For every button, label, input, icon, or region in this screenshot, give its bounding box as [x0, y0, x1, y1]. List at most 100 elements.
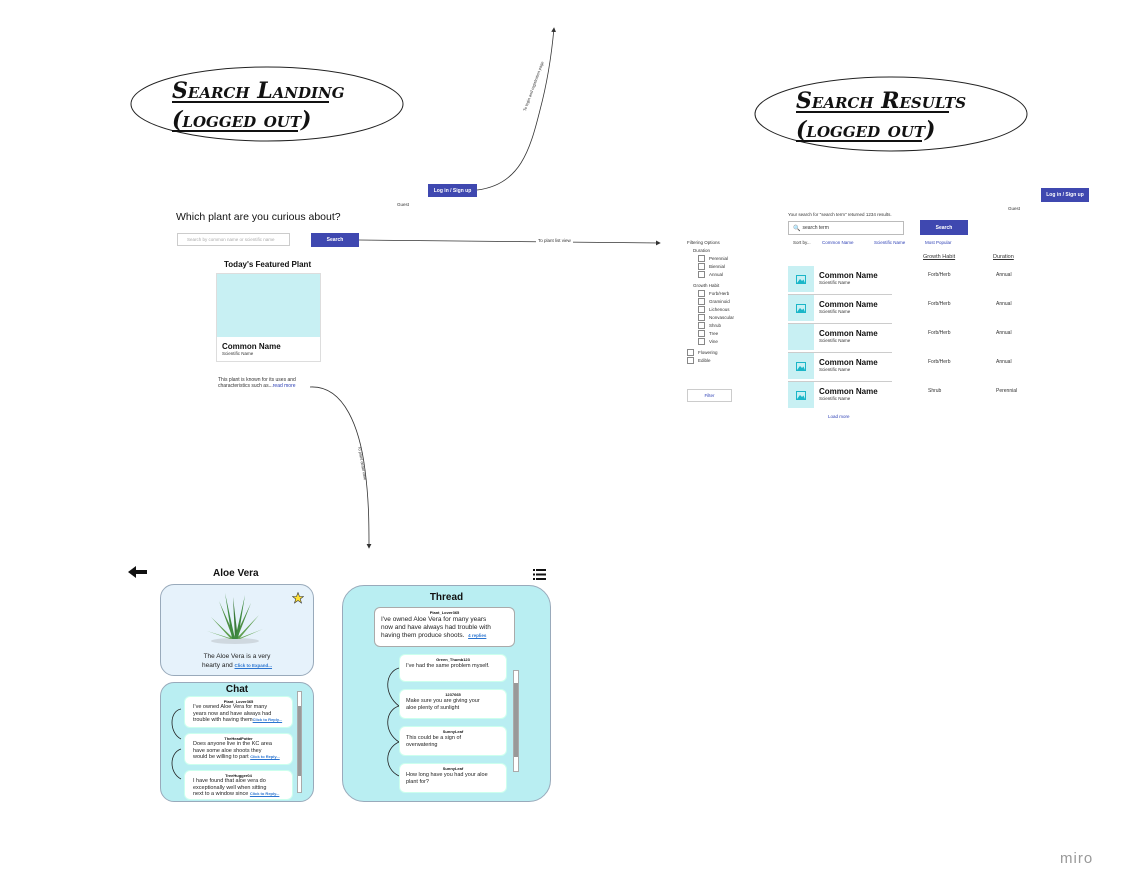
checkbox[interactable]	[698, 322, 705, 330]
checkbox[interactable]	[698, 255, 705, 263]
landing-heading: Which plant are you curious about?	[176, 211, 341, 223]
landing-title-ellipse	[130, 66, 404, 142]
sort-scientific-name[interactable]: Scientific Name	[874, 240, 906, 245]
chat-line: trouble with having them	[193, 717, 253, 723]
result-common-name: Common Name	[819, 271, 878, 280]
result-growth: Forb/Herb	[928, 359, 951, 365]
chat-username: TheHeadPotter	[224, 736, 253, 741]
image-placeholder-icon	[788, 295, 814, 321]
chat-line: next to a window since	[193, 791, 249, 797]
sort-common-name[interactable]: Common Name	[822, 240, 854, 245]
replies-link[interactable]: 4 replies	[468, 633, 487, 638]
filter-option-biennial[interactable]: Biennial	[687, 263, 733, 271]
filter-option-label: Vine	[709, 339, 718, 344]
checkbox[interactable]	[698, 338, 705, 346]
thread-line: plant for?	[406, 779, 429, 785]
checkbox[interactable]	[698, 314, 705, 322]
results-search-button[interactable]: Search	[920, 220, 968, 235]
featured-blurb-line1: This plant is known for its uses and	[218, 377, 296, 383]
checkbox[interactable]	[698, 306, 705, 314]
checkbox[interactable]	[698, 271, 705, 279]
result-common-name: Common Name	[819, 387, 878, 396]
chat-title: Chat	[225, 684, 249, 695]
list-menu-icon[interactable]	[533, 567, 546, 585]
filter-option-label: Flowering	[698, 350, 718, 355]
filter-option-forb[interactable]: Forb/Herb	[687, 290, 733, 298]
favorite-star-icon[interactable]	[291, 591, 305, 609]
checkbox[interactable]	[698, 330, 705, 338]
result-scientific-name: Scientific Name	[819, 367, 851, 372]
read-more-link[interactable]: read more	[272, 383, 296, 389]
results-login-button[interactable]: Log in / Sign up	[1041, 188, 1089, 202]
results-search-input[interactable]: 🔍 search term	[788, 221, 904, 235]
chat-line: years now and have always had	[193, 710, 272, 717]
results-title-line2: (logged out)	[796, 117, 936, 143]
thread-line: Make sure you are giving your	[406, 698, 480, 704]
thread-line: having them produce shoots.	[381, 632, 465, 639]
result-common-name: Common Name	[819, 358, 878, 367]
arrow-to-list	[358, 239, 661, 246]
filter-option-label: Nonvascular	[709, 315, 735, 320]
filter-button[interactable]: Filter	[687, 389, 732, 402]
image-placeholder-icon	[788, 266, 814, 292]
reply-link[interactable]: Click to Reply...	[250, 754, 280, 759]
filter-option-shrub[interactable]: Shrub	[687, 322, 733, 330]
thread-scrollbar[interactable]	[513, 670, 519, 772]
plant-name: Aloe Vera	[213, 568, 259, 579]
result-duration: Annual	[996, 330, 1012, 336]
filter-option-lichenous[interactable]: Lichenous	[687, 306, 733, 314]
load-more-link[interactable]: Load more	[828, 414, 850, 419]
filter-option-graminoid[interactable]: Graminoid	[687, 298, 733, 306]
chat-username: Plant_Lover365	[223, 699, 254, 704]
sort-most-popular[interactable]: Most Popular	[925, 240, 952, 245]
search-icon: 🔍	[793, 225, 801, 232]
results-title-underline-2	[796, 140, 922, 142]
chat-line: exceptionally well when sitting	[193, 784, 267, 791]
landing-search-button[interactable]: Search	[311, 233, 359, 247]
chat-scrollbar[interactable]	[297, 691, 302, 793]
chat-username: TreeHugger04	[225, 773, 252, 778]
landing-title-line2: (logged out)	[172, 107, 312, 133]
filter-option-label: Edible	[698, 358, 711, 363]
chat-message[interactable]: TreeHugger04 I have found that aloe vera…	[184, 770, 293, 800]
chat-message[interactable]: TheHeadPotter Does anyone live in the KC…	[184, 733, 293, 765]
reply-link[interactable]: Click to Reply...	[252, 717, 283, 722]
checkbox[interactable]	[698, 263, 705, 271]
image-placeholder	[788, 324, 814, 350]
thread-line: How long have you had your aloe	[406, 772, 488, 778]
filter-option-vine[interactable]: Vine	[687, 338, 733, 346]
arrow-to-login	[476, 27, 557, 191]
filter-option-edible[interactable]: Edible	[687, 357, 733, 365]
checkbox[interactable]	[698, 298, 705, 306]
result-growth: Forb/Herb	[928, 272, 951, 278]
results-title-line1: Search Results	[796, 88, 967, 114]
landing-search-input[interactable]: Search by common name or scientific name	[177, 233, 290, 246]
filter-option-perennial[interactable]: Perennial	[687, 255, 733, 263]
checkbox[interactable]	[687, 357, 694, 365]
thread-reply[interactable]: SunnyLeaf How long have you had your alo…	[399, 763, 507, 793]
checkbox[interactable]	[687, 349, 694, 357]
thread-line: aloe plenty of sunlight	[406, 705, 460, 711]
expand-link[interactable]: Click to Expand...	[234, 663, 273, 668]
thread-reply[interactable]: Green_Thumb123 I've had the same problem…	[399, 654, 507, 682]
filter-option-nonvascular[interactable]: Nonvascular	[687, 314, 735, 322]
filter-option-annual[interactable]: Annual	[687, 271, 733, 279]
chat-message[interactable]: Plant_Lover365 I've owned Aloe Vera for …	[184, 696, 293, 728]
checkbox[interactable]	[698, 290, 705, 298]
back-arrow-icon[interactable]	[128, 565, 148, 583]
featured-plant-card[interactable]: Common Name Scientific Name	[216, 273, 321, 362]
filter-option-flowering[interactable]: Flowering	[687, 349, 733, 357]
thread-op-message[interactable]: Plant_Lover365 I've owned Aloe Vera for …	[374, 607, 515, 647]
reply-link[interactable]: Click to Reply...	[249, 791, 280, 796]
landing-login-button[interactable]: Log in / Sign up	[428, 184, 477, 197]
arrow-label-list: To plant list view	[536, 238, 573, 243]
miro-logo: miro	[1060, 850, 1094, 867]
filter-option-tree[interactable]: Tree	[687, 330, 733, 338]
